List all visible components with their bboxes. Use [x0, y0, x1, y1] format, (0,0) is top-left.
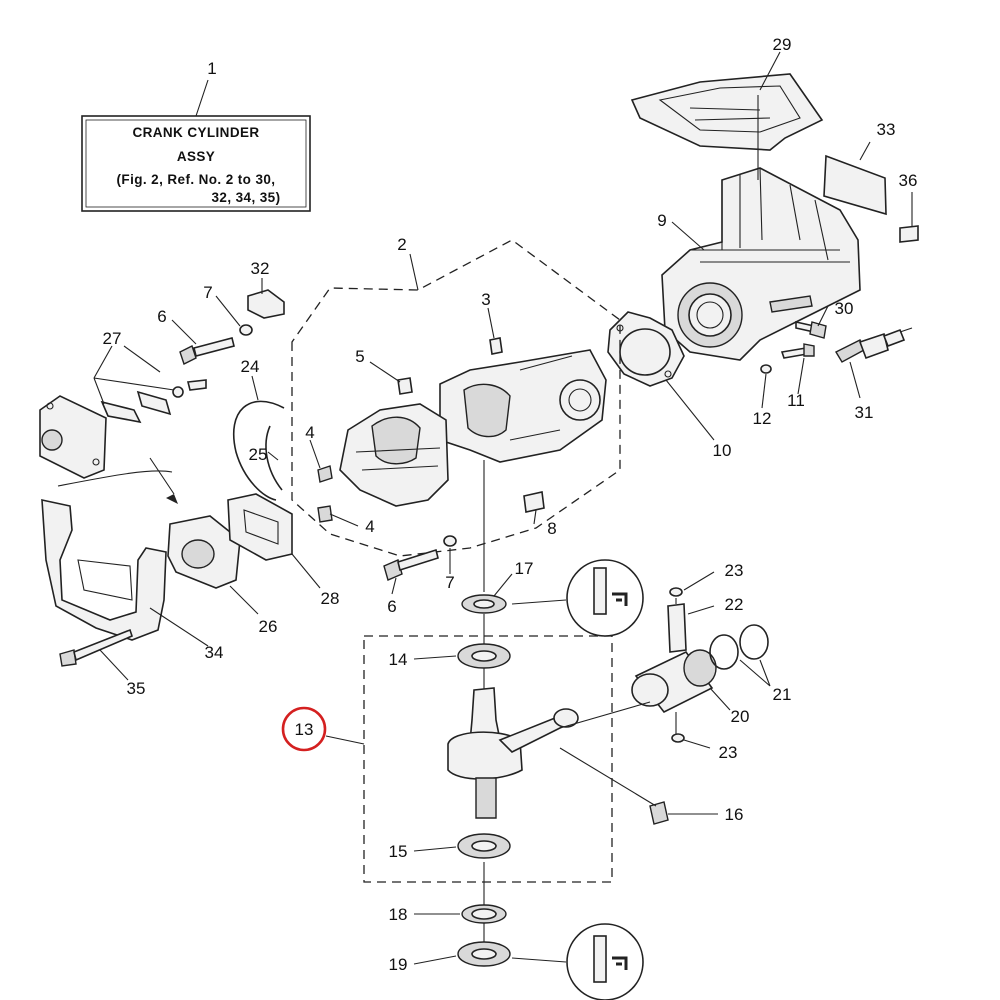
callout-1: 1 — [207, 59, 216, 78]
callout-22: 22 — [725, 595, 744, 614]
callout-18: 18 — [389, 905, 408, 924]
bolt-30-part — [795, 321, 827, 339]
clip-set-27-part — [100, 379, 207, 424]
piston-rings-part — [709, 624, 769, 670]
callout-16: 16 — [725, 805, 744, 824]
assembly-title-line-1: CRANK CYLINDER — [132, 125, 259, 140]
bolt-4-lower-part — [317, 505, 333, 523]
crankshaft-part — [447, 687, 579, 819]
assembly-title-box: CRANK CYLINDER ASSY (Fig. 2, Ref. No. 2 … — [81, 59, 311, 212]
callout-10: 10 — [713, 441, 732, 460]
seal-18-part — [461, 904, 507, 924]
callout-36: 36 — [899, 171, 918, 190]
water-cover-part — [39, 395, 107, 479]
callout-33: 33 — [877, 120, 896, 139]
washer-12-part — [760, 364, 772, 374]
label-decal-part — [823, 154, 887, 216]
callout-6-lower: 6 — [387, 597, 396, 616]
callout-19: 19 — [389, 955, 408, 974]
washer-7-lower-part — [443, 535, 457, 547]
bolt-35-part — [59, 628, 133, 667]
callout-8: 8 — [547, 519, 556, 538]
assembly-title-line-2: ASSY — [177, 149, 215, 164]
bearing-17-part — [461, 594, 507, 614]
callout-30: 30 — [835, 299, 854, 318]
bearing-14-part — [457, 643, 511, 669]
dowel-pin-5-part — [397, 377, 413, 395]
cylinder-part — [661, 95, 861, 361]
plate-part — [899, 225, 919, 243]
bolt-4-upper-part — [317, 465, 333, 483]
grease-symbol-upper-icon — [511, 559, 644, 637]
hose-24-part — [232, 400, 285, 501]
hose-25-part — [265, 425, 283, 491]
callout-7-upper: 7 — [203, 283, 212, 302]
callout-2: 2 — [397, 235, 406, 254]
callout-21: 21 — [773, 685, 792, 704]
callout-23-lower: 23 — [719, 743, 738, 762]
piston-pin-part — [667, 603, 687, 653]
callout-34: 34 — [205, 643, 224, 662]
bolt-11-part — [780, 343, 815, 359]
callout-6-upper: 6 — [157, 307, 166, 326]
cylinder-gasket-part — [607, 311, 685, 387]
assembly-title-line-4: 32, 34, 35) — [212, 190, 281, 205]
callout-14: 14 — [389, 650, 408, 669]
crankcase-half-rear-part — [439, 349, 607, 463]
callout-labels: 29 33 36 9 30 31 11 12 10 2 3 5 32 7 6 2… — [103, 35, 918, 974]
callout-20: 20 — [731, 707, 750, 726]
needle-bearing-16-part — [649, 801, 669, 825]
assembly-title-line-3: (Fig. 2, Ref. No. 2 to 30, — [117, 172, 276, 187]
bearing-19-part — [457, 941, 511, 967]
crankcase-group-outline — [291, 239, 621, 557]
callout-28: 28 — [321, 589, 340, 608]
callout-25: 25 — [249, 445, 268, 464]
callout-23-upper: 23 — [725, 561, 744, 580]
holder-26-part — [167, 515, 241, 589]
callout-24: 24 — [241, 357, 260, 376]
clip-32-part — [247, 289, 285, 319]
bolt-6-lower-part — [383, 548, 439, 581]
exhaust-bracket-part — [41, 498, 167, 641]
callout-5: 5 — [355, 347, 364, 366]
callout-11: 11 — [787, 391, 805, 410]
highlight-circle-13 — [281, 706, 327, 752]
callout-29: 29 — [773, 35, 792, 54]
clip-23-lower-part — [671, 733, 685, 743]
callout-32: 32 — [251, 259, 270, 278]
pin-8-part — [523, 491, 545, 513]
grease-symbol-lower-icon — [511, 923, 644, 1000]
piston-part — [631, 649, 717, 714]
bolt-6-upper-part — [179, 337, 235, 365]
crankshaft-group-outline — [363, 635, 613, 883]
clip-23-upper-part — [669, 587, 683, 597]
head-gasket-part — [630, 51, 824, 151]
callout-35: 35 — [127, 679, 146, 698]
bearing-15-part — [457, 833, 511, 859]
callout-15: 15 — [389, 842, 408, 861]
callout-17: 17 — [515, 559, 534, 578]
callout-4-lower: 4 — [365, 517, 374, 536]
callout-12: 12 — [753, 409, 772, 428]
spark-plug-part — [835, 327, 913, 363]
callout-26: 26 — [259, 617, 278, 636]
washer-7-upper-part — [239, 324, 253, 336]
callout-7-lower: 7 — [445, 573, 454, 592]
callout-3: 3 — [481, 290, 490, 309]
callout-13: 13 — [295, 720, 314, 739]
leader-lines — [93, 141, 913, 965]
callout-4-upper: 4 — [305, 423, 314, 442]
callout-27: 27 — [103, 329, 122, 348]
dowel-pin-3-part — [489, 337, 503, 355]
callout-31: 31 — [855, 403, 874, 422]
callout-9: 9 — [657, 211, 666, 230]
crankcase-half-front-part — [339, 403, 449, 507]
